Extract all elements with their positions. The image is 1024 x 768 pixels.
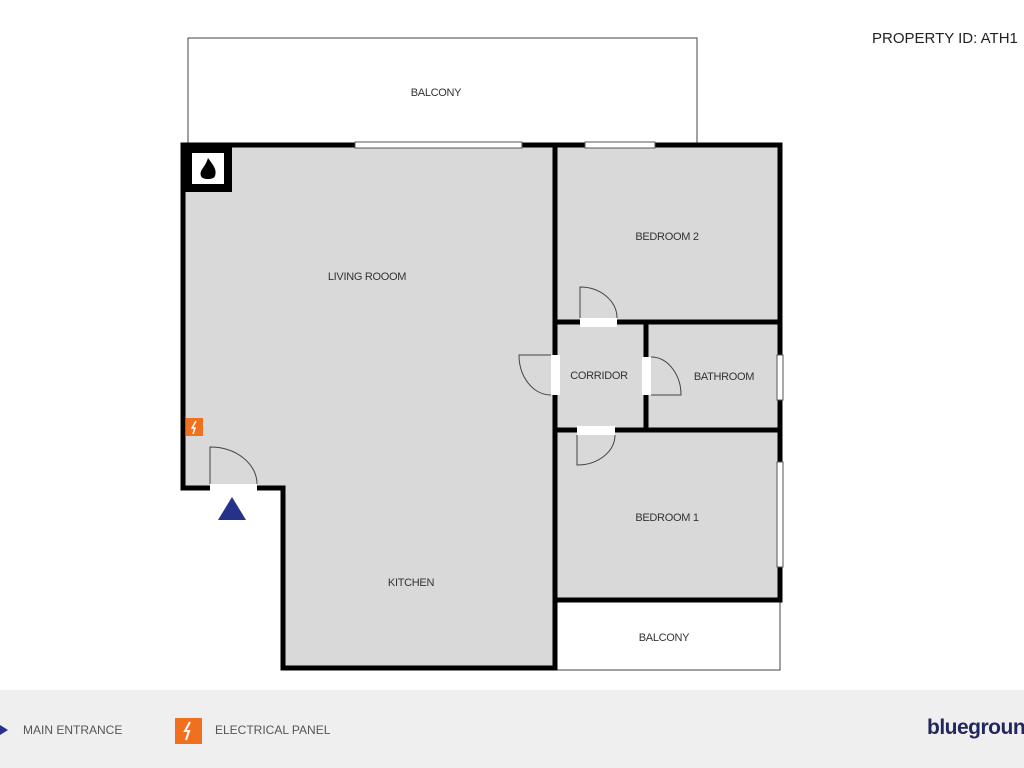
electrical-panel-icon [186,418,203,436]
main-entrance-legend-icon [0,725,8,735]
floor-plan: BALCONY LIVING ROOOM BEDROOM 2 CORRIDOR … [180,37,784,671]
legend-main-entrance: MAIN ENTRANCE [23,723,123,737]
property-id: PROPERTY ID: ATH1 [872,30,1018,47]
main-entrance-icon [218,497,246,520]
label-balcony-bottom: BALCONY [639,632,690,644]
label-balcony-top: BALCONY [411,87,462,99]
label-bedroom-1: BEDROOM 1 [635,512,698,524]
door-swings [209,286,682,485]
windows [354,141,784,568]
balcony-top [187,37,698,146]
label-bathroom: BATHROOM [694,371,754,383]
fire-icon [200,158,216,179]
brand-logo: bluegroun [927,716,1024,739]
legend-electrical-panel: ELECTRICAL PANEL [215,723,331,737]
door-openings [210,318,651,493]
label-corridor: CORRIDOR [570,370,628,382]
living-kitchen-floor [183,145,555,668]
bedrooms-floor [555,145,780,600]
label-kitchen: KITCHEN [388,577,435,589]
legend: MAIN ENTRANCE ELECTRICAL PANEL [0,690,1024,768]
electrical-panel-legend-icon [175,718,202,744]
walls [180,142,783,671]
label-bedroom-2: BEDROOM 2 [635,231,698,243]
label-living-room: LIVING ROOOM [328,271,406,283]
balcony-bottom [556,599,781,671]
